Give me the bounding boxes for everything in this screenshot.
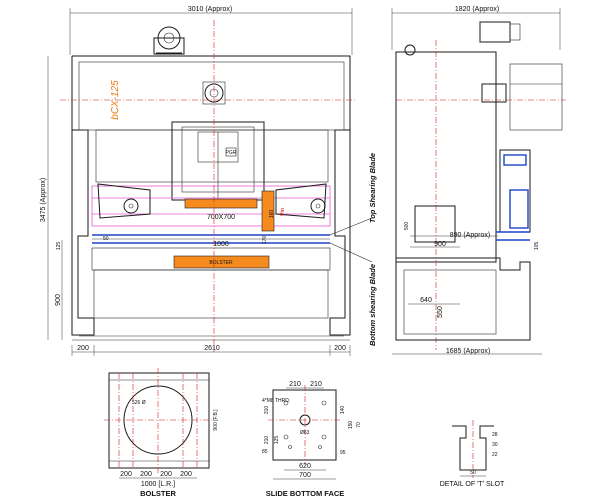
bed-body bbox=[93, 269, 329, 319]
side-blade-holder bbox=[261, 190, 275, 232]
side-base-label: 1685 (Approx) bbox=[446, 348, 490, 355]
side-view: 1820 (Approx) 500 890 (Approx) 900 bbox=[391, 6, 566, 355]
slide-left-dim-0: 85 bbox=[262, 449, 268, 455]
bolster-spacing-2: 200 bbox=[140, 471, 152, 478]
slide-width-700: 700 bbox=[299, 472, 311, 479]
side-depth-label: 900 bbox=[434, 241, 446, 248]
slide-left-dim-3: 125 bbox=[274, 436, 280, 445]
slide-bolt-holes bbox=[283, 400, 327, 449]
bolster-detail: 526 Ø 900 [F.B.] 200 200 200 200 1000 [L… bbox=[104, 368, 219, 498]
slide-top-dim-1: 210 bbox=[289, 381, 301, 388]
bolster-spacing-3: 200 bbox=[160, 471, 172, 478]
t-slot-dim-2: 30 bbox=[492, 442, 498, 448]
bolster-width-label: 1000 bbox=[213, 241, 229, 248]
shearing-zone bbox=[91, 183, 331, 227]
slide-left-dim-1: 310 bbox=[264, 406, 270, 415]
base-height-label: 900 bbox=[55, 294, 62, 306]
slide-right-dim-1: 140 bbox=[340, 406, 346, 415]
side-base-outline bbox=[395, 257, 531, 341]
front-base-dimensions: 200 2610 200 bbox=[71, 345, 351, 356]
left-foot-label: 200 bbox=[77, 345, 89, 352]
slide-top-dim-2: 210 bbox=[310, 381, 322, 388]
slide-size-label: 700X700 bbox=[207, 214, 235, 221]
t-slot-dim-4: 50 bbox=[470, 470, 476, 476]
base-width-label: 2610 bbox=[204, 345, 220, 352]
top-blade-callout: Top Shearing Blade bbox=[368, 153, 377, 223]
bolster-title: BOLSTER bbox=[140, 489, 176, 498]
slide-width-620: 620 bbox=[299, 463, 311, 470]
small-dim-125: 125 bbox=[56, 242, 62, 251]
front-motor bbox=[153, 26, 185, 55]
bolster-opening-label: 640 bbox=[420, 297, 432, 304]
throat-label: 890 (Approx) bbox=[450, 232, 490, 239]
slide-face-title: SLIDE BOTTOM FACE bbox=[266, 489, 345, 498]
bolster-total: 1000 [L.R.] bbox=[141, 481, 175, 488]
slide-plate bbox=[184, 198, 258, 209]
slide-bottom-face: 4*M8 THRD. 210 210 Ø63 310 210 125 85 14… bbox=[262, 381, 362, 498]
t-slot-detail: 28 30 22 50 DETAIL OF 'T' SLOT bbox=[440, 420, 505, 488]
slide-assembly: PGR bbox=[171, 121, 265, 201]
t-slot-title: DETAIL OF 'T' SLOT bbox=[440, 481, 505, 488]
side-frame-outline bbox=[395, 51, 497, 263]
bolster-spacing-1: 200 bbox=[120, 471, 132, 478]
slide-dim-label: 160 bbox=[269, 210, 275, 219]
blade-callouts: Top Shearing Blade Bottom shearing Blade bbox=[329, 153, 377, 346]
slide-right-dim-3: 70 bbox=[356, 422, 362, 428]
t-slot-dim-3: 22 bbox=[492, 452, 498, 458]
bolster-height-label: 550 bbox=[437, 306, 444, 318]
bolster-side-total: 900 [F.B.] bbox=[213, 409, 219, 431]
front-height-label: 3475 (Approx) bbox=[40, 178, 47, 222]
front-bolster bbox=[173, 255, 270, 269]
side-small-dim: 105 bbox=[534, 242, 540, 251]
front-width-label: 3010 (Approx) bbox=[188, 6, 232, 13]
stamp-mark-1: PGR bbox=[226, 150, 237, 156]
right-foot-label: 200 bbox=[334, 345, 346, 352]
slide-right-dim-2: 150 bbox=[348, 421, 354, 430]
slide-thread-label: 4*M8 THRD. bbox=[262, 398, 290, 404]
front-upper-window bbox=[95, 129, 329, 183]
side-width-label: 1820 (Approx) bbox=[455, 6, 499, 13]
side-upper-block bbox=[414, 205, 456, 243]
bottom-blade-callout: Bottom shearing Blade bbox=[368, 264, 377, 346]
bolster-spacing-4: 200 bbox=[180, 471, 192, 478]
stroke-dim-1: 170 bbox=[262, 236, 268, 245]
side-slide bbox=[496, 149, 531, 241]
slide-bottom-small: 95 bbox=[340, 450, 346, 456]
stamp-mark-2: Pin bbox=[280, 208, 286, 216]
front-bolster-label: BOLSTER bbox=[209, 260, 233, 266]
side-upper-dim: 500 bbox=[404, 222, 410, 231]
slide-left-dim-2: 210 bbox=[264, 436, 270, 445]
bolster-hole-label: 526 Ø bbox=[132, 400, 146, 406]
bolster-slot-lines bbox=[118, 373, 198, 468]
t-slot-dim-1: 28 bbox=[492, 432, 498, 438]
front-width-dimension: 3010 (Approx) bbox=[69, 6, 353, 55]
side-motor bbox=[479, 21, 563, 131]
front-view: 3010 (Approx) bCX-125 bbox=[40, 6, 356, 356]
small-dim-50: 50 bbox=[103, 236, 109, 242]
slide-center-hole: Ø63 bbox=[300, 430, 310, 436]
front-height-dimension: 3475 (Approx) 900 125 bbox=[40, 56, 63, 340]
